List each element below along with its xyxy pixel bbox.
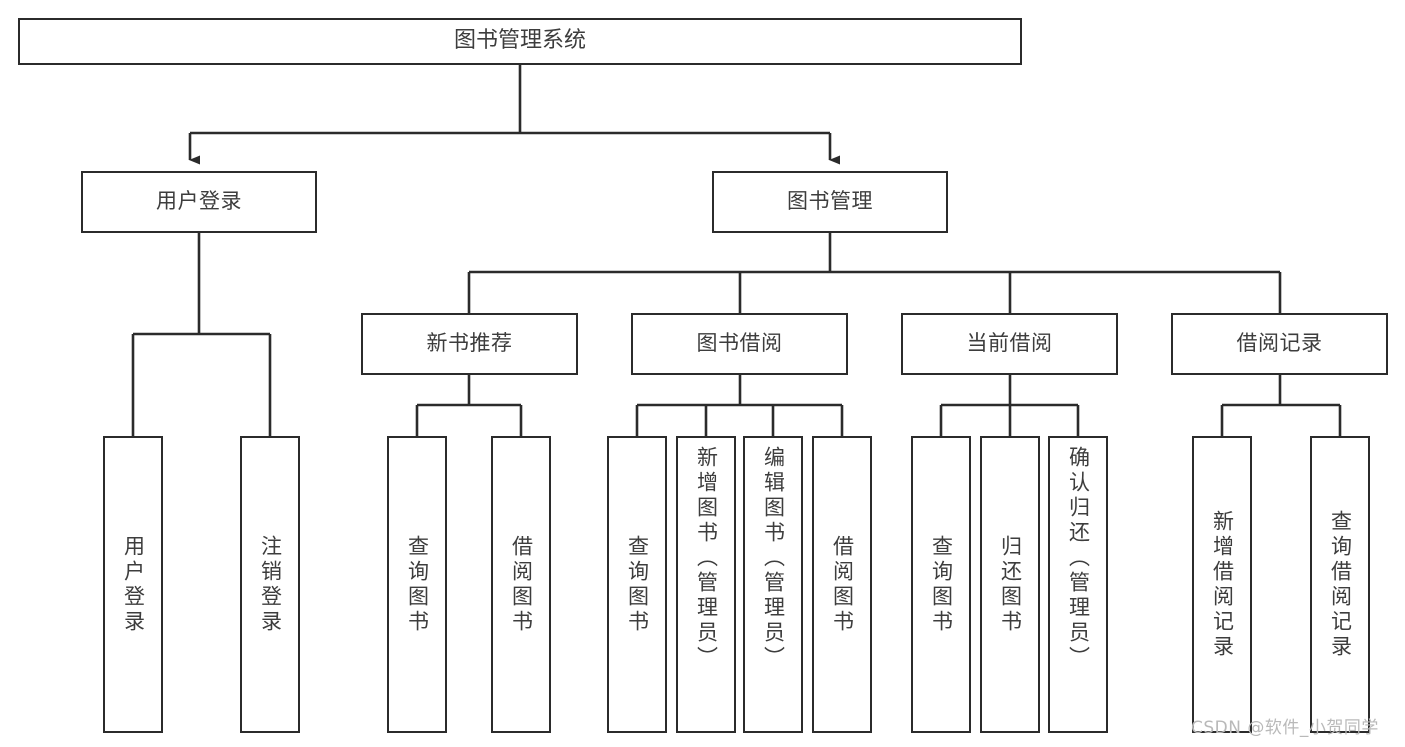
node-label: 用户登录 (121, 534, 146, 635)
leaf-query-borrow-record[interactable]: 查询借阅记录 (1310, 436, 1370, 733)
leaf-borrow-book[interactable]: 借阅图书 (812, 436, 872, 733)
leaf-edit-book-admin[interactable]: 编辑图书（管理员） (743, 436, 803, 733)
node-label: 新增图书（管理员） (694, 446, 719, 671)
leaf-confirm-return-admin[interactable]: 确认归还（管理员） (1048, 436, 1108, 733)
leaf-query-book-current[interactable]: 查询图书 (911, 436, 971, 733)
node-label: 图书管理 (787, 189, 873, 214)
node-label: 编辑图书（管理员） (761, 446, 786, 671)
node-label: 借阅记录 (1236, 331, 1323, 356)
node-current-borrow[interactable]: 当前借阅 (901, 313, 1118, 375)
node-label: 借阅图书 (509, 534, 534, 635)
node-label: 图书管理系统 (453, 28, 586, 54)
node-label: 归还图书 (998, 534, 1023, 635)
leaf-user-logout[interactable]: 注销登录 (240, 436, 300, 733)
node-label: 借阅图书 (830, 534, 855, 635)
leaf-add-borrow-record[interactable]: 新增借阅记录 (1192, 436, 1252, 733)
leaf-query-book-borrow[interactable]: 查询图书 (607, 436, 667, 733)
node-label: 新书推荐 (426, 331, 513, 356)
node-label: 查询借阅记录 (1328, 509, 1353, 660)
leaf-add-book-admin[interactable]: 新增图书（管理员） (676, 436, 736, 733)
node-borrow-record[interactable]: 借阅记录 (1171, 313, 1388, 375)
leaf-return-book[interactable]: 归还图书 (980, 436, 1040, 733)
node-label: 查询图书 (929, 534, 954, 635)
node-label: 确认归还（管理员） (1066, 446, 1091, 671)
node-label: 当前借阅 (966, 331, 1053, 356)
node-label: 新增借阅记录 (1210, 509, 1235, 660)
node-label: 查询图书 (405, 534, 430, 635)
leaf-borrow-book-recommend[interactable]: 借阅图书 (491, 436, 551, 733)
node-book-borrow[interactable]: 图书借阅 (631, 313, 848, 375)
node-label: 查询图书 (625, 534, 650, 635)
watermark: CSDN @软件_小贺同学 (1191, 718, 1379, 738)
node-new-book-recommend[interactable]: 新书推荐 (361, 313, 578, 375)
leaf-user-login[interactable]: 用户登录 (103, 436, 163, 733)
node-label: 图书借阅 (696, 331, 783, 356)
node-label: 用户登录 (156, 189, 242, 214)
leaf-query-book-recommend[interactable]: 查询图书 (387, 436, 447, 733)
node-user-login[interactable]: 用户登录 (81, 171, 317, 233)
node-book-management[interactable]: 图书管理 (712, 171, 948, 233)
node-label: 注销登录 (258, 534, 283, 635)
node-root-system[interactable]: 图书管理系统 (18, 18, 1022, 65)
